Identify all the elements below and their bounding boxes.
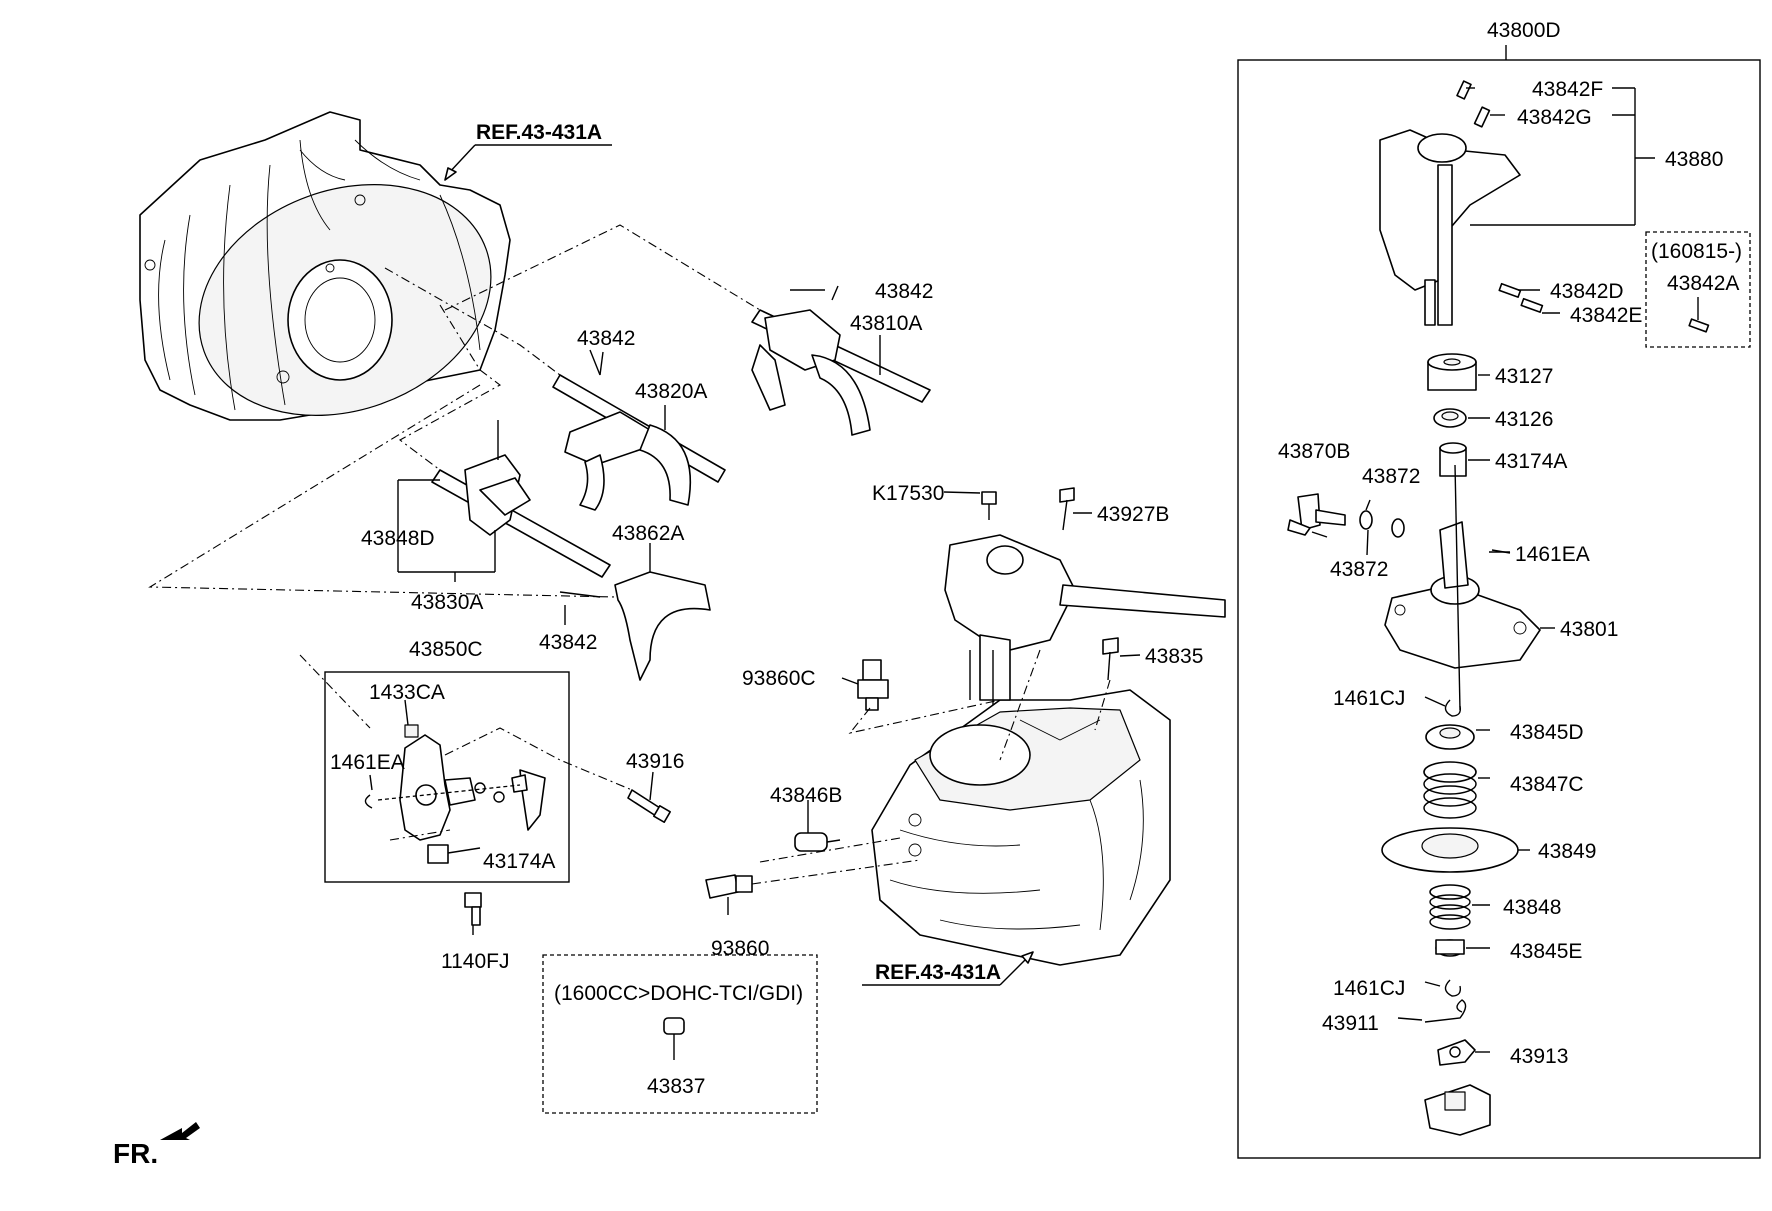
shift-rail-43820A (552, 351, 726, 511)
lever-43870B (1287, 493, 1346, 536)
label-43126: 43126 (1495, 408, 1553, 431)
label-43174A-right: 43174A (1495, 450, 1567, 473)
clip-1461CJ-a (1444, 699, 1462, 717)
clip-1461CJ-b (1444, 979, 1462, 997)
plate-43849 (1381, 827, 1519, 873)
label-43862A: 43862A (612, 522, 684, 545)
spring-43847C (1423, 761, 1477, 819)
bolt-1140FJ (464, 892, 482, 926)
label-1140FJ: 1140FJ (441, 950, 510, 973)
spring-43848 (1429, 884, 1471, 930)
label-43848: 43848 (1503, 896, 1561, 919)
label-43174A-left: 43174A (483, 850, 555, 873)
pin-43842E (1520, 297, 1544, 313)
label-43842D: 43842D (1550, 280, 1624, 303)
label-1461CJ-b: 1461CJ (1333, 977, 1405, 1000)
label-43830A: 43830A (411, 591, 483, 614)
label-1600cc: (1600CC>DOHC-TCI/GDI) (554, 982, 803, 1005)
reference-link-bottom[interactable]: REF.43-431A (875, 961, 1001, 984)
label-1433CA: 1433CA (369, 681, 445, 704)
label-43849: 43849 (1538, 840, 1596, 863)
label-43842-top: 43842 (875, 280, 933, 303)
label-43845D: 43845D (1510, 721, 1584, 744)
label-160815: (160815-) (1651, 240, 1742, 263)
spring-43911 (1424, 999, 1467, 1023)
label-43842-low: 43842 (539, 631, 597, 654)
label-43842G: 43842G (1517, 106, 1592, 129)
seat-43845E (1435, 939, 1465, 957)
shift-rail-43810A (751, 285, 931, 436)
label-43810A: 43810A (850, 312, 922, 335)
label-43850C: 43850C (409, 638, 483, 661)
label-43911: 43911 (1322, 1012, 1379, 1035)
assembly-box-43800D (1237, 59, 1761, 1159)
bushing-43174A-right (1439, 442, 1467, 477)
label-43872-top: 43872 (1362, 465, 1420, 488)
sensor-93860 (705, 874, 753, 899)
label-43880: 43880 (1665, 148, 1723, 171)
label-43916: 43916 (626, 750, 684, 773)
transmission-housing-top (139, 111, 511, 421)
assembly-dash-lines (148, 224, 1111, 1114)
label-43820A: 43820A (635, 380, 707, 403)
bracket-bottom (1424, 1084, 1491, 1136)
label-1461CJ-a: 1461CJ (1333, 687, 1405, 710)
label-1461EA-right: 1461EA (1515, 543, 1590, 566)
label-43927B: 43927B (1097, 503, 1169, 526)
front-arrow-icon (160, 1122, 200, 1140)
label-43800D: 43800D (1487, 19, 1561, 42)
label-43842F: 43842F (1532, 78, 1603, 101)
label-43842A: 43842A (1667, 272, 1739, 295)
variant-box-160815 (1645, 231, 1751, 348)
transmission-case-bottom (871, 689, 1171, 966)
control-shaft-43880 (1379, 129, 1521, 326)
leader-lines (160, 45, 1699, 1140)
label-43837: 43837 (647, 1075, 705, 1098)
shift-tower-assembly (944, 487, 1226, 705)
front-label: FR. (113, 1138, 158, 1169)
label-43848D: 43848D (361, 527, 435, 550)
label-43801: 43801 (1560, 618, 1618, 641)
seat-43845D (1425, 724, 1475, 750)
label-43870B: 43870B (1278, 440, 1350, 463)
plug-43846B (794, 832, 841, 852)
label-43872-bottom: 43872 (1330, 558, 1388, 581)
assembly-box-43850C (324, 671, 570, 883)
label-43847C: 43847C (1510, 773, 1584, 796)
label-43835: 43835 (1145, 645, 1203, 668)
callout-labels: 43800D 43842F 43842G 43880 (160815-) 438… (113, 19, 1742, 1169)
label-K17530: K17530 (872, 482, 944, 505)
label-43842-mid: 43842 (577, 327, 635, 350)
housing-43801 (1384, 521, 1541, 669)
label-43845E: 43845E (1510, 940, 1582, 963)
reference-link-top[interactable]: REF.43-431A (476, 121, 602, 144)
shift-fork-43862A (559, 571, 711, 681)
washer-43872 (1359, 510, 1405, 538)
shift-rail-43830A (431, 420, 611, 578)
label-43846B: 43846B (770, 784, 842, 807)
plug-43837 (663, 1017, 685, 1035)
label-93860C: 93860C (742, 667, 816, 690)
shift-lever-43850C (364, 724, 546, 864)
label-43913: 43913 (1510, 1045, 1568, 1068)
bushing-43127 (1427, 353, 1477, 391)
label-93860: 93860 (711, 937, 769, 960)
pin-43842D (1498, 282, 1522, 298)
pin-43842A (1688, 318, 1710, 333)
sensor-93860C (857, 659, 889, 711)
label-43127: 43127 (1495, 365, 1553, 388)
label-43842E: 43842E (1570, 304, 1642, 327)
label-1461EA-left: 1461EA (330, 751, 405, 774)
bolt-43916 (627, 789, 671, 823)
pin-43842G (1473, 106, 1491, 128)
pin-43842F (1456, 80, 1472, 100)
seal-43126 (1433, 408, 1467, 428)
lever-43913 (1437, 1039, 1476, 1066)
